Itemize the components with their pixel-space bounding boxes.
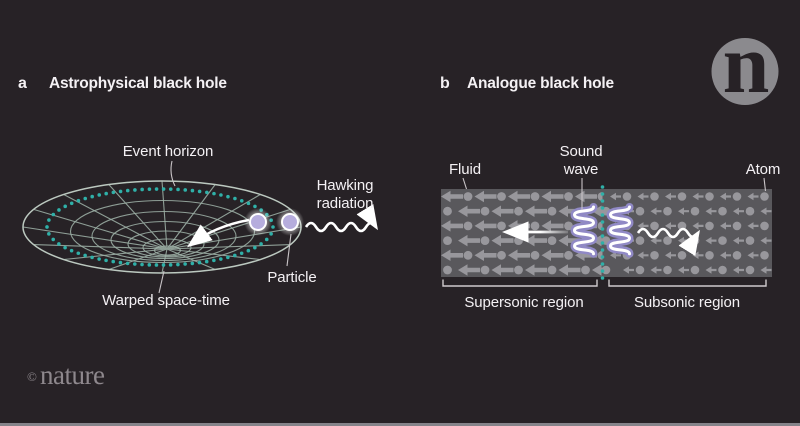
hawking-radiation-arrow: [304, 203, 378, 233]
event-horizon-label: Event horizon: [123, 143, 213, 160]
fluid-band: [441, 189, 772, 277]
panel-astrophysical-black-hole: a Astrophysical black hole Event horizon…: [18, 75, 378, 309]
nature-logo: n: [711, 18, 779, 111]
event-horizon-pointer: [170, 160, 176, 187]
nature-logo-circle: [711, 38, 779, 105]
warped-spacetime-label: Warped space-time: [102, 292, 230, 309]
nature-wordmark: nature: [40, 360, 105, 390]
hawking-radiation-label-line2: radiation: [317, 195, 374, 212]
event-horizon-dotted-ellipse: [45, 187, 275, 267]
atom-pointer: [763, 177, 767, 192]
sound-wave-squiggles: [570, 203, 634, 258]
nature-wordmark-group: © nature: [27, 360, 105, 390]
subsonic-bracket: [608, 279, 767, 287]
fluid-pointer: [462, 177, 468, 190]
particle-outer: [281, 213, 299, 231]
copyright-symbol: ©: [27, 369, 37, 384]
panel-b-key: b: [440, 75, 450, 92]
warped-spacetime-pointer: [158, 270, 165, 294]
sound-wave-label-line1: Sound: [560, 143, 603, 160]
atom-label: Atom: [746, 161, 781, 178]
particle-inner: [249, 213, 267, 231]
bottom-bar: [0, 423, 800, 426]
particle-pointer: [286, 233, 292, 267]
subsonic-sound-wave-arrow: [636, 227, 700, 257]
hawking-radiation-label-line1: Hawking: [317, 177, 374, 194]
particle-label: Particle: [267, 269, 316, 286]
subsonic-flow-arrows: [602, 192, 772, 275]
fluid-label: Fluid: [449, 161, 481, 178]
sound-wave-label-line2: wave: [563, 161, 599, 178]
nature-logo-letter: n: [723, 18, 770, 111]
subsonic-region-label: Subsonic region: [634, 294, 740, 311]
panel-a-key: a: [18, 75, 27, 92]
panel-b-title: Analogue black hole: [467, 75, 615, 92]
supersonic-bracket: [442, 279, 598, 287]
supersonic-region-label: Supersonic region: [464, 294, 583, 311]
particle-infall-arrow: [187, 218, 250, 248]
panel-a-title: Astrophysical black hole: [49, 75, 227, 92]
panel-analogue-black-hole: b Analogue black hole Fluid Sound wave A…: [440, 75, 781, 311]
